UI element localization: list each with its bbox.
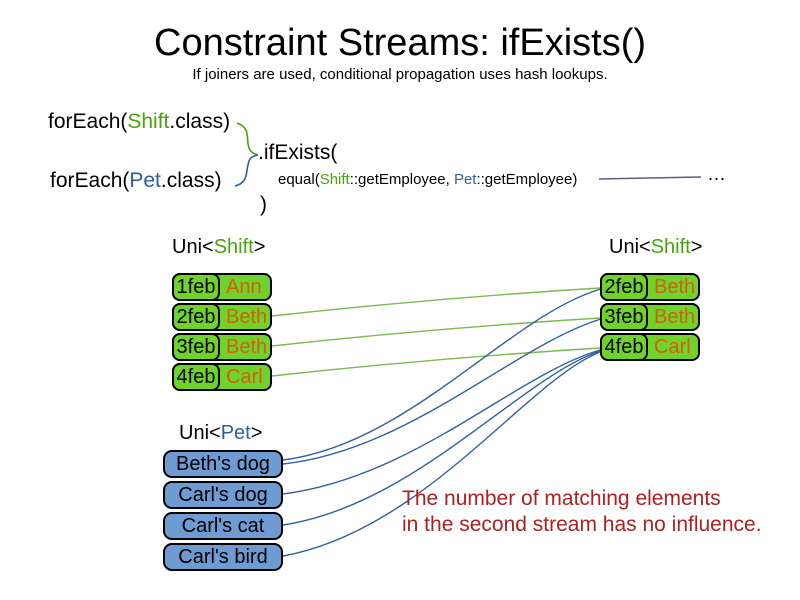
shift-row: 4feb Carl: [600, 333, 700, 361]
shift-date-cell: 3feb: [600, 303, 648, 331]
pet-table: Beth's dog Carl's dog Carl's cat Carl's …: [163, 450, 283, 574]
slide-title: Constraint Streams: ifExists(): [154, 22, 646, 64]
pet-row: Carl's dog: [163, 481, 283, 509]
joiner-continuation-line: [598, 176, 702, 180]
shift-employee-cell: Beth: [654, 305, 696, 328]
shift-employee-cell: Beth: [226, 305, 268, 328]
label-text: >: [690, 236, 703, 258]
pet-row: Carl's cat: [163, 512, 283, 540]
label-type-shift: Shift: [650, 236, 691, 258]
shift-employee-cell: Beth: [226, 335, 268, 358]
shift-row: 2feb Beth: [172, 303, 272, 331]
code-text: forEach(: [50, 169, 130, 192]
shift-date-cell: 4feb: [600, 333, 648, 361]
shift-employee-cell: Carl: [226, 365, 263, 388]
code-text: ::getEmployee,: [349, 171, 454, 188]
code-text: forEach(: [48, 110, 128, 133]
code-close-paren: ): [260, 193, 267, 216]
shift-row: 1feb Ann: [172, 273, 272, 301]
pet-ref-token: Pet: [453, 171, 477, 188]
shift-class-token: Shift: [127, 110, 170, 133]
shift-row: 4feb Carl: [172, 363, 272, 391]
pet-class-token: Pet: [129, 169, 161, 192]
shift-employee-cell: Carl: [654, 335, 691, 358]
connector-carlsdog-4feb: [282, 349, 601, 495]
brace-top-green: [236, 122, 259, 156]
label-text: Uni<: [609, 236, 651, 258]
shift-date-cell: 4feb: [172, 363, 220, 391]
connector-carlsbird-4feb: [282, 351, 601, 557]
shift-row: 3feb Beth: [172, 333, 272, 361]
shift-date-cell: 2feb: [172, 303, 220, 331]
label-text: >: [253, 236, 266, 258]
code-text: .class): [160, 169, 222, 192]
shift-date-cell: 1feb: [172, 273, 220, 301]
note-line-1: The number of matching elements: [402, 487, 721, 510]
brace-bottom-blue: [234, 154, 259, 187]
code-ifexists: .ifExists(: [258, 141, 338, 164]
label-text: Uni<: [179, 422, 221, 444]
code-ellipsis: …: [707, 164, 726, 185]
label-text: >: [250, 422, 263, 444]
connector-carlscat-4feb: [282, 350, 601, 526]
shift-employee-cell: Ann: [226, 275, 262, 298]
pet-table-label: Uni<Pet>: [179, 422, 262, 445]
pet-row: Beth's dog: [163, 450, 283, 478]
note-line-2: in the second stream has no influence.: [402, 513, 762, 536]
connector-bethsdog-2feb: [282, 288, 602, 461]
note-text: The number of matching elements in the s…: [402, 486, 762, 538]
shift-ref-token: Shift: [319, 171, 350, 188]
connector-shift-4feb: [271, 347, 601, 377]
slide-subtitle: If joiners are used, conditional propaga…: [192, 66, 608, 83]
code-text: .class): [169, 110, 231, 133]
right-table-label: Uni<Shift>: [609, 236, 702, 259]
pet-row: Carl's bird: [163, 543, 283, 571]
connector-shift-3feb: [271, 317, 601, 347]
connector-shift-2feb: [271, 287, 601, 317]
shift-row: 3feb Beth: [600, 303, 700, 331]
code-foreach-shift: forEach(Shift.class): [48, 110, 230, 134]
connector-bethsdog-3feb: [282, 318, 602, 465]
shift-date-cell: 3feb: [172, 333, 220, 361]
left-table-label: Uni<Shift>: [172, 236, 265, 259]
code-foreach-pet: forEach(Pet.class): [50, 169, 222, 193]
code-text: equal(: [278, 171, 320, 188]
shift-date-cell: 2feb: [600, 273, 648, 301]
shift-employee-cell: Beth: [654, 275, 696, 298]
code-equal-joiner: equal(Shift::getEmployee, Pet::getEmploy…: [278, 171, 577, 188]
label-text: Uni<: [172, 236, 214, 258]
code-text: ::getEmployee): [476, 171, 578, 188]
label-type-shift: Shift: [213, 236, 254, 258]
shift-row: 2feb Beth: [600, 273, 700, 301]
label-type-pet: Pet: [220, 422, 251, 444]
